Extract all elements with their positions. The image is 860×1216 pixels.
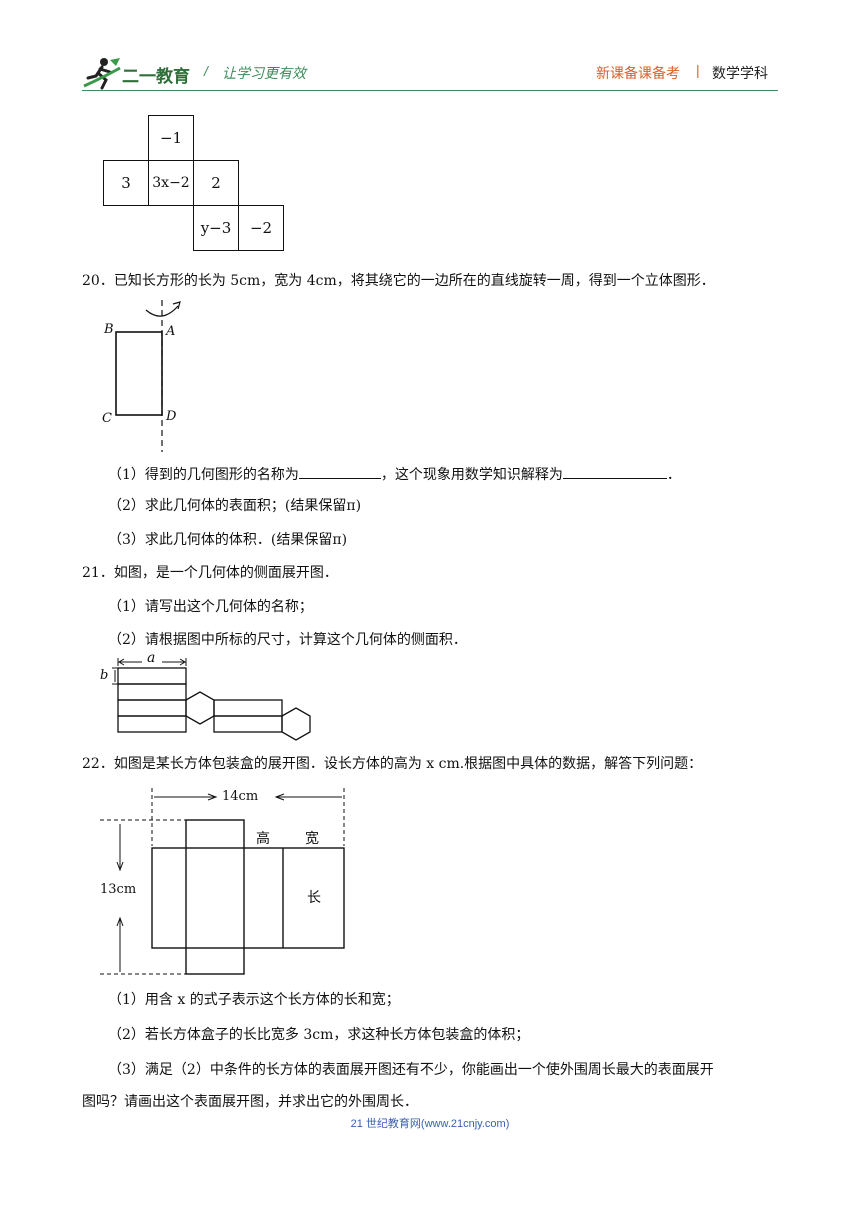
q20-part1: （1）得到的几何图形的名称为 ，这个现象用数学知识解释为 ． — [108, 464, 681, 485]
label-gao: 高 — [256, 831, 270, 847]
q20-stem: 20．已知长方形的长为 5cm，宽为 4cm，将其绕它的一边所在的直线旋转一周，… — [82, 273, 715, 289]
prism-lateral-net-diagram — [112, 658, 311, 741]
header-rule — [82, 90, 778, 91]
q22-figure: 14cm 13cm 高 宽 长 — [96, 786, 356, 978]
label-A: A — [166, 324, 176, 339]
q20-part1-b: ，这个现象用数学知识解释为 — [380, 467, 563, 483]
rotation-rectangle-diagram — [115, 300, 181, 452]
label-D: D — [166, 409, 177, 424]
net-cell-bottom: y−3 — [193, 205, 239, 251]
logo-runner-icon — [83, 58, 121, 90]
net-cell-right: 2 — [193, 160, 239, 206]
header-course-label: 新课备课备考 — [596, 65, 680, 81]
q22-part3-line1: （3）满足（2）中条件的长方体的表面展开图还有不少，你能画出一个使外围周长最大的… — [108, 1062, 714, 1078]
header-divider: | — [696, 62, 700, 78]
q20-part1-a: （1）得到的几何图形的名称为 — [108, 467, 299, 483]
net-cell-bottom-right: −2 — [238, 205, 284, 251]
q22-part2: （2）若长方体盒子的长比宽多 3cm，求这种长方体包装盒的体积； — [108, 1027, 530, 1043]
q20-figure: B A C D — [96, 296, 206, 456]
header-subject: 数学学科 — [712, 65, 768, 81]
net-cell-left: 3 — [103, 160, 149, 206]
slogan: 让学习更有效 — [222, 65, 306, 81]
label-b: b — [100, 668, 109, 683]
q21-figure: a b — [96, 650, 316, 744]
q21-part1: （1）请写出这个几何体的名称； — [108, 599, 313, 615]
label-a: a — [147, 650, 156, 666]
net-cell-top: −1 — [148, 115, 194, 161]
box-net-diagram — [100, 788, 345, 975]
answer-blank-1[interactable] — [298, 464, 381, 479]
label-14cm: 14cm — [222, 789, 259, 804]
q20-part1-c: ． — [666, 467, 681, 483]
label-B: B — [104, 322, 114, 337]
q21-part2: （2）请根据图中所标的尺寸，计算这个几何体的侧面积． — [108, 632, 467, 648]
footer-source: 21 世纪教育网(www.21cnjy.com) — [350, 1118, 510, 1130]
cube-net-figure: −1 3 3x−2 2 y−3 −2 — [0, 0, 860, 260]
answer-blank-2[interactable] — [562, 464, 667, 479]
label-kuan: 宽 — [305, 831, 319, 847]
label-C: C — [102, 411, 112, 426]
net-cell-center: 3x−2 — [148, 160, 194, 206]
slogan-slash: / — [204, 63, 208, 79]
q22-stem: 22．如图是某长方体包装盒的展开图．设长方体的高为 x cm.根据图中具体的数据… — [82, 756, 703, 772]
q20-part3: （3）求此几何体的体积．(结果保留π) — [108, 532, 348, 548]
header: 二一教育 / 让学习更有效 新课备课备考 | 数学学科 — [0, 0, 860, 100]
q22-part3-line2: 图吗？请画出这个表面展开图，并求出它的外围周长． — [82, 1094, 418, 1110]
label-chang: 长 — [307, 890, 321, 906]
q20-part2: （2）求此几何体的表面积；(结果保留π) — [108, 498, 362, 514]
net-cell-center-text: 3x−2 — [152, 175, 190, 191]
logo-text: 二一教育 — [122, 67, 190, 86]
q22-part1: （1）用含 x 的式子表示这个长方体的长和宽； — [108, 992, 400, 1008]
label-13cm: 13cm — [100, 882, 137, 897]
q21-stem: 21．如图，是一个几何体的侧面展开图． — [82, 565, 338, 581]
